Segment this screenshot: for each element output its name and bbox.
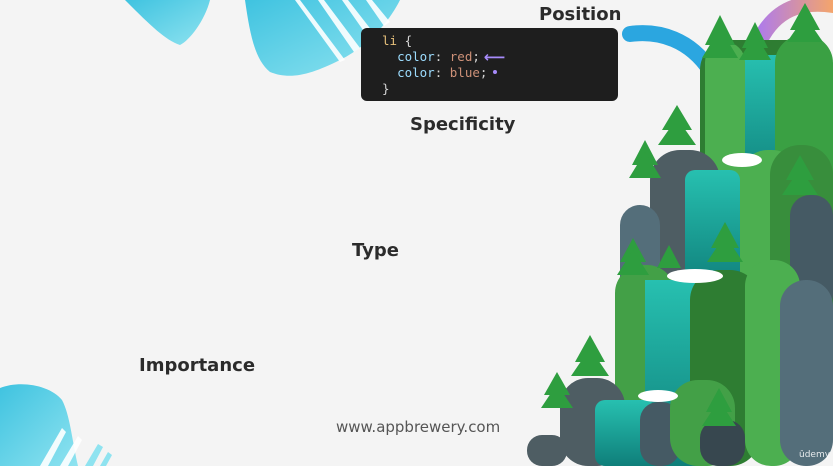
- css-value: blue: [449, 65, 480, 80]
- css-value: red: [449, 48, 473, 64]
- close-brace: }: [382, 80, 390, 96]
- css-selector: li: [382, 33, 398, 48]
- css-property: color: [397, 65, 435, 80]
- label-type: Type: [352, 240, 399, 261]
- website-url: www.appbrewery.com: [336, 418, 501, 436]
- waterfall-scene: [527, 3, 833, 466]
- css-property: color: [397, 48, 435, 64]
- label-specificity: Specificity: [410, 114, 516, 135]
- label-importance: Importance: [139, 355, 256, 376]
- code-line-close: }: [382, 81, 618, 97]
- code-line-1: color: red;⟵: [397, 47, 506, 66]
- label-position: Position: [539, 4, 622, 25]
- code-snippet: li { color: red;⟵ color: blue; }: [361, 28, 618, 101]
- code-line-selector: li {: [382, 33, 618, 49]
- dot-icon: [493, 70, 498, 74]
- left-arrow-icon: ⟵: [483, 47, 506, 66]
- top-left-blob: [125, 0, 400, 76]
- udemy-watermark: ûdemy: [799, 450, 831, 460]
- open-brace: {: [404, 33, 413, 48]
- code-line-2: color: blue;: [382, 65, 618, 81]
- bottom-left-blob: [0, 384, 112, 466]
